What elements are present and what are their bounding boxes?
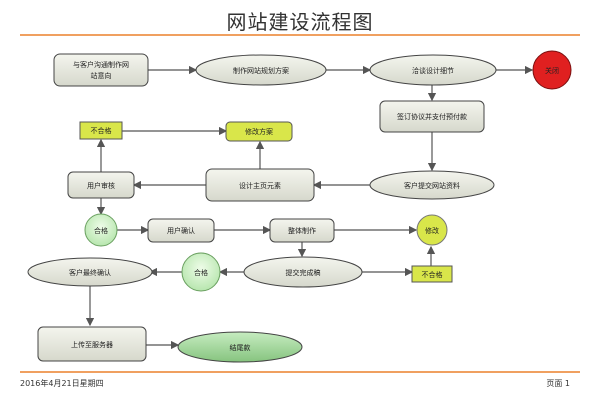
node-upload: 上传至服务器 [37,326,147,362]
node-communicate: 与客户沟通制作网 站意向 [53,53,149,87]
node-discuss-label: 洽谈设计细节 [412,66,454,75]
node-user-review: 用户审核 [67,171,135,199]
node-fail-bottom-label: 不合格 [422,270,443,279]
node-user-confirm: 用户确认 [147,218,215,243]
node-design-main: 设计主页元素 [205,168,315,202]
node-fail-top-label: 不合格 [91,126,112,135]
node-final-confirm: 客户最终确认 [27,257,153,287]
node-revise-plan: 修改方案 [225,121,293,142]
node-modify-label: 修改 [425,226,439,235]
node-pass-left: 合格 [84,213,118,247]
node-revise-plan-label: 修改方案 [245,127,273,136]
node-plan: 制作网站规划方案 [195,54,327,86]
node-design-main-label: 设计主页元素 [239,181,281,190]
node-upload-label: 上传至服务器 [71,340,113,349]
footer-date: 2016年4月21日星期四 [20,379,104,388]
node-fail-top: 不合格 [79,121,123,140]
node-close-label: 关闭 [545,66,559,75]
node-submit-materials-label: 客户提交网站资料 [404,181,460,190]
top-divider [20,34,580,36]
node-pass-left-label: 合格 [94,226,108,235]
node-user-confirm-label: 用户确认 [167,226,195,235]
node-balance-label: 结尾款 [230,343,251,352]
node-pass-mid: 合格 [181,252,221,292]
node-sign-label: 签订协议并支付预付款 [397,112,467,121]
node-close: 关闭 [532,50,572,90]
node-full-production-label: 整体制作 [288,226,316,235]
node-communicate-label-1: 与客户沟通制作网 [73,60,129,69]
node-full-production: 整体制作 [269,218,335,243]
node-user-review-label: 用户审核 [87,181,115,190]
node-balance: 结尾款 [177,331,303,363]
node-final-confirm-label: 客户最终确认 [69,268,111,277]
bottom-divider [20,371,580,373]
node-plan-label: 制作网站规划方案 [233,66,289,75]
node-discuss: 洽谈设计细节 [369,54,497,86]
connectors [85,65,534,350]
node-submit-done: 提交完成稿 [243,256,363,288]
node-submit-done-label: 提交完成稿 [286,268,321,277]
node-pass-mid-label: 合格 [194,268,208,277]
node-fail-bottom: 不合格 [411,265,453,283]
footer-page-number: 页面 1 [546,379,570,388]
node-submit-materials: 客户提交网站资料 [369,170,495,200]
node-sign: 签订协议并支付预付款 [379,100,485,133]
node-communicate-label-2: 站意向 [91,71,112,80]
node-modify: 修改 [416,214,448,246]
page-title: 网站建设流程图 [226,10,374,34]
